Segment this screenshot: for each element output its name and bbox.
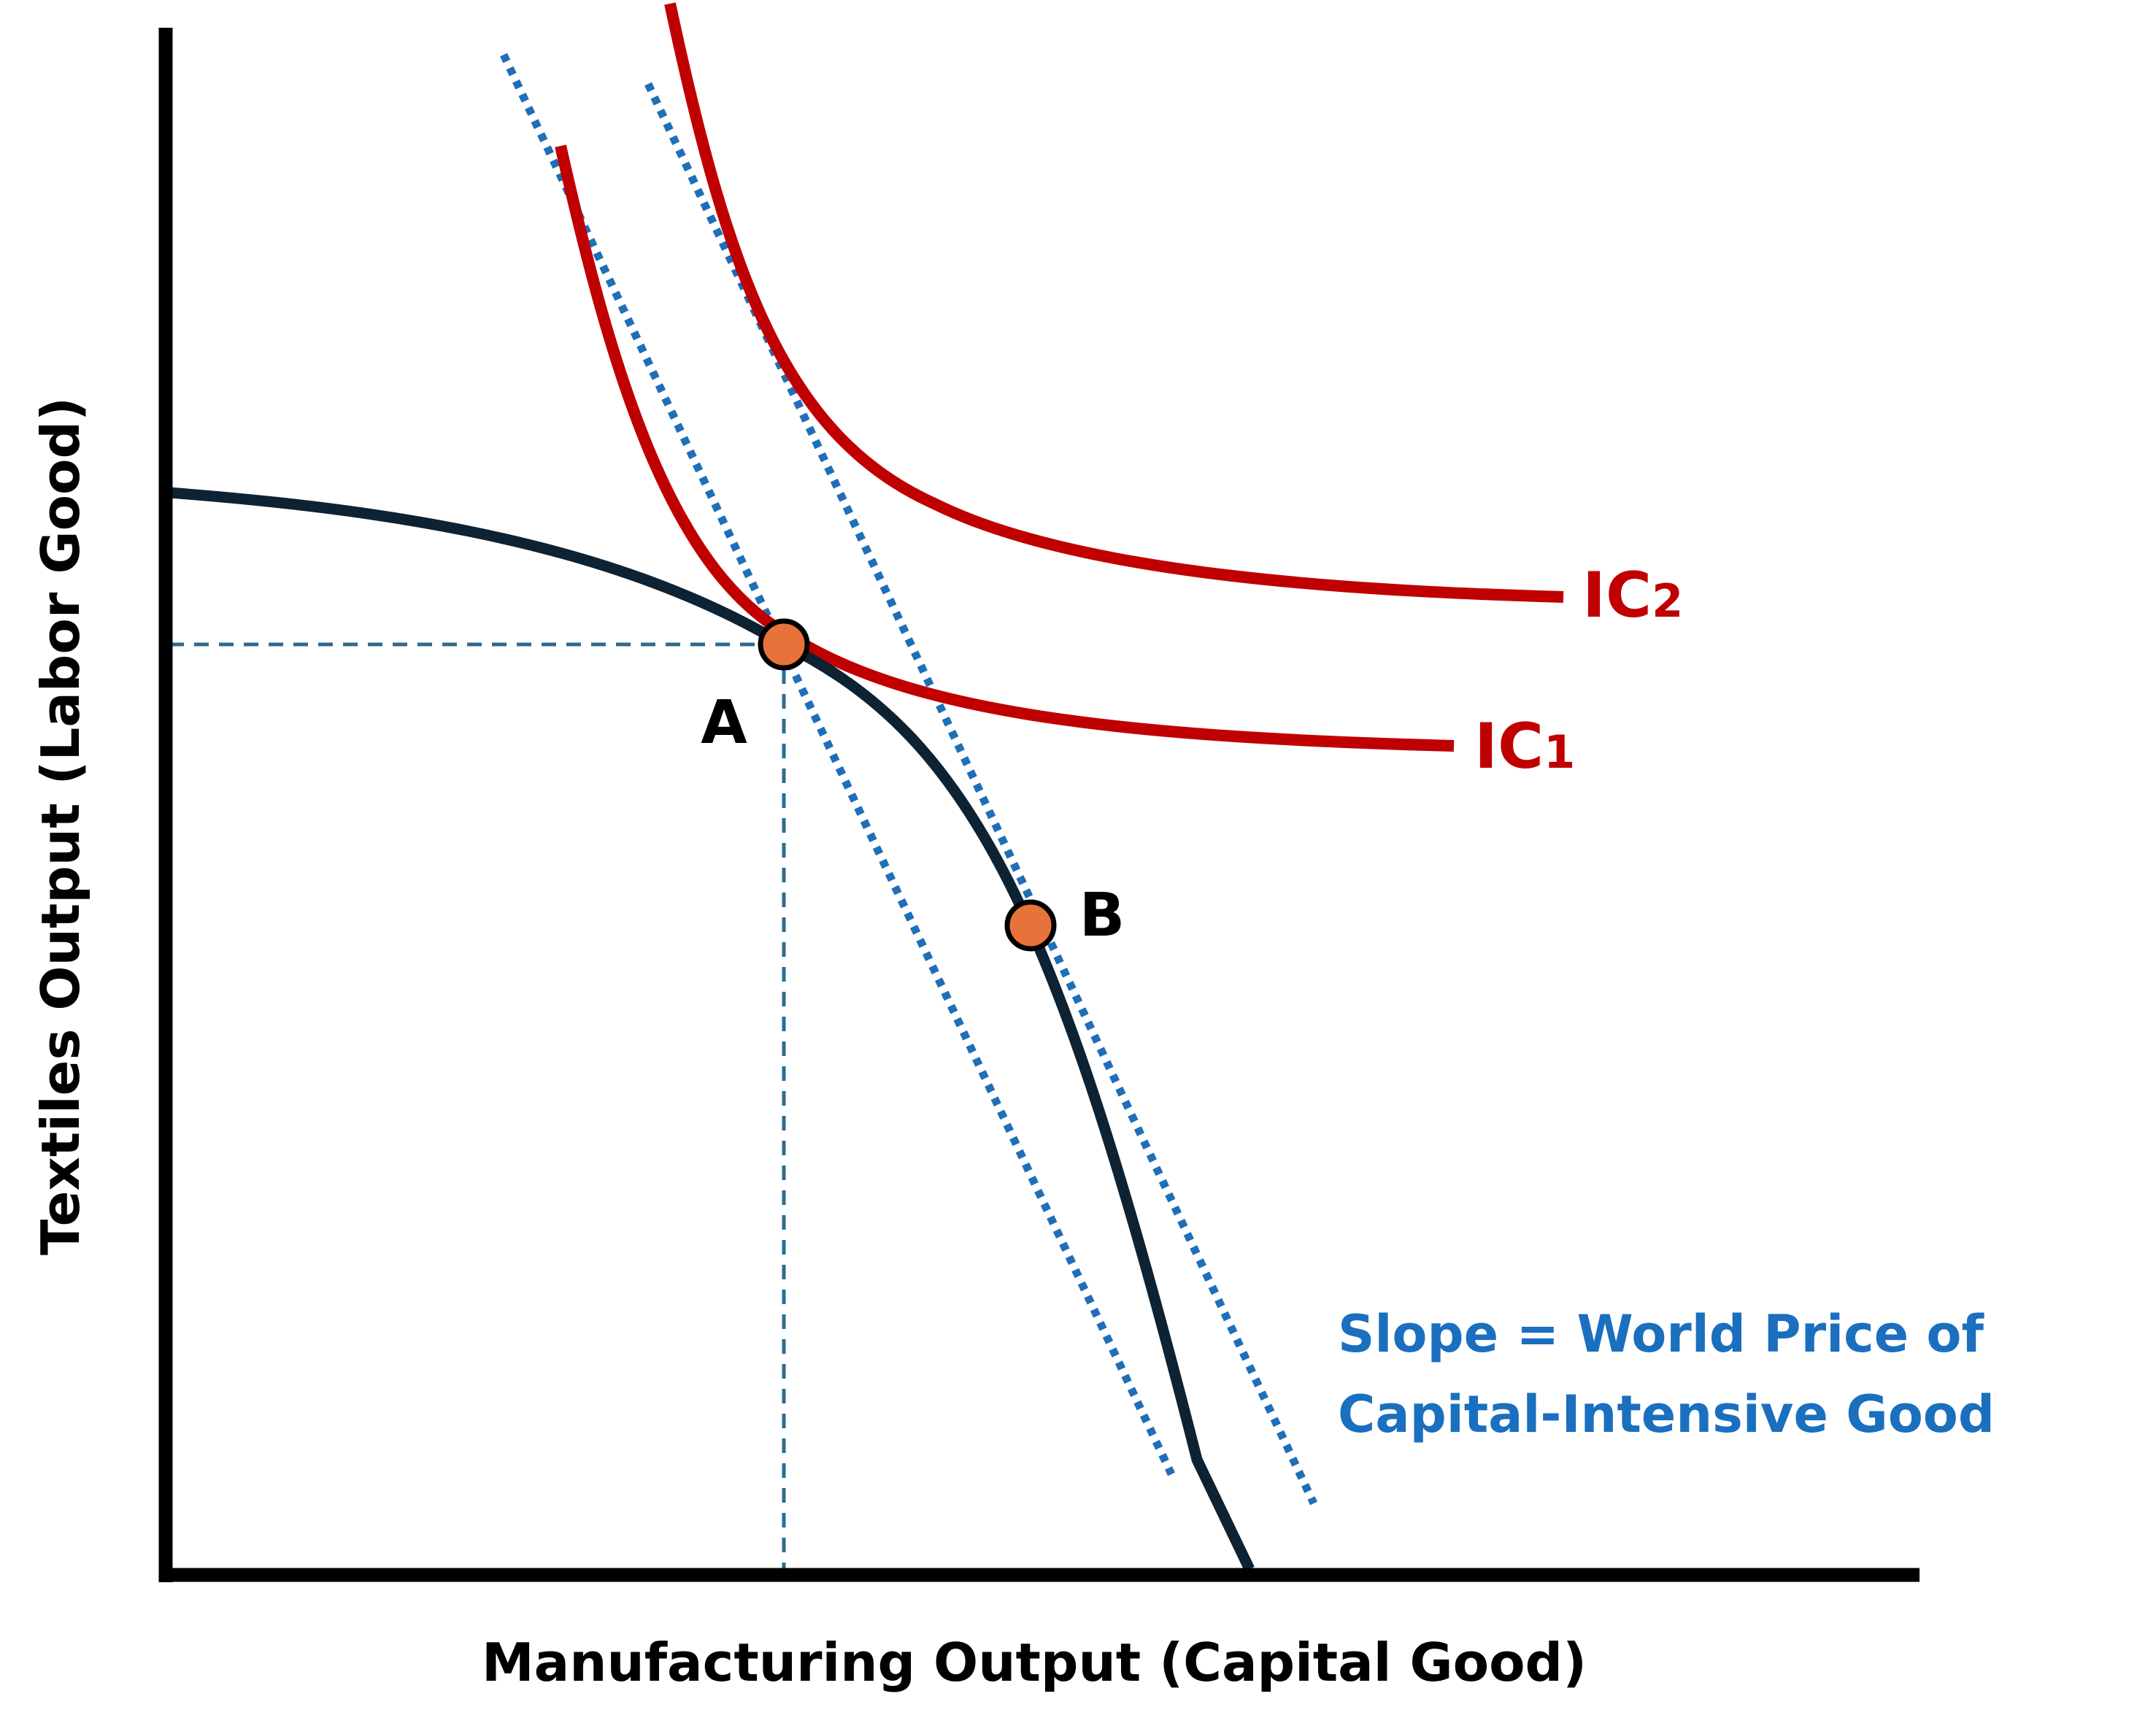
- x-axis-label: Manufacturing Output (Capital Good): [482, 1632, 1587, 1693]
- ic2-label-prefix: IC: [1582, 559, 1652, 632]
- price-line-1: [500, 53, 1175, 1476]
- point-b-label: B: [1079, 881, 1125, 950]
- ic1-label-prefix: IC: [1474, 710, 1544, 783]
- point-a-marker: [758, 618, 810, 671]
- production-possibilities-frontier: [169, 487, 1255, 1572]
- ic2-label-subscript: 2: [1652, 574, 1683, 628]
- ic1-label-subscript: 1: [1544, 725, 1575, 779]
- indifference-curve-ic2: [664, 2, 1564, 603]
- point-a-label: A: [701, 688, 747, 758]
- indifference-curve-ic1: [555, 145, 1455, 752]
- ic1-label: IC1: [1474, 710, 1575, 783]
- point-b-marker: [1004, 899, 1057, 952]
- y-axis-label: Textiles Output (Labor Good): [30, 397, 91, 1255]
- slope-annotation-line-2: Capital-Intensive Good: [1338, 1384, 1995, 1444]
- slope-annotation-line-1: Slope = World Price of: [1338, 1304, 1985, 1364]
- ic2-label: IC2: [1582, 559, 1683, 632]
